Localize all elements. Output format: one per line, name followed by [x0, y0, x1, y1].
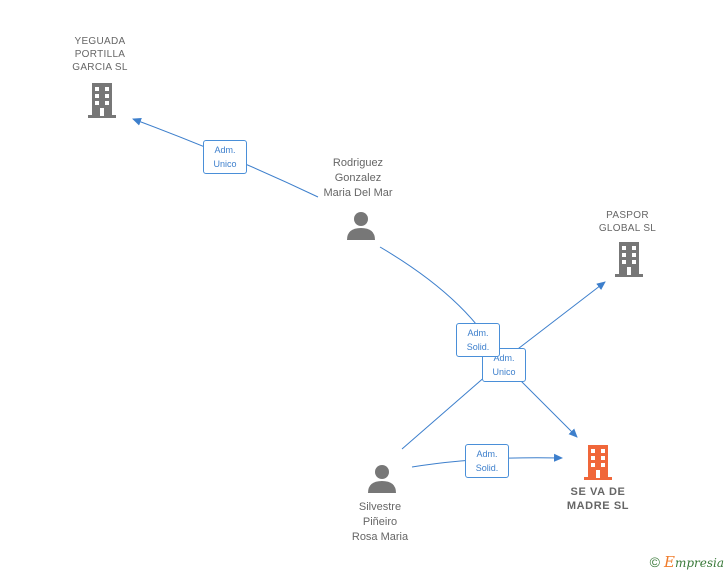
person-icon[interactable] — [367, 463, 397, 493]
person-icon[interactable] — [346, 210, 376, 240]
person-label-silvestre: Silvestre Piñeiro Rosa Maria — [351, 501, 409, 543]
edge-label-rodriguez-yeguada[interactable]: Adm. Unico — [203, 140, 247, 174]
building-icon[interactable] — [613, 242, 645, 277]
building-icon[interactable] — [86, 83, 118, 118]
brand-initial: E — [663, 553, 675, 571]
building-icon[interactable] — [582, 445, 614, 480]
edge-label-rodriguez-seva[interactable]: Adm. Solid. — [456, 323, 500, 357]
company-label-paspor: PASPOR GLOBAL SL — [598, 210, 657, 234]
company-label-seva: SE VA DE MADRE SL — [566, 486, 630, 512]
copyright-symbol: © — [649, 554, 660, 570]
company-label-yeguada: YEGUADA PORTILLA GARCIA SL — [72, 36, 128, 73]
edge-label-silvestre-seva[interactable]: Adm. Solid. — [465, 444, 509, 478]
brand-name: mpresia — [674, 556, 724, 570]
person-label-rodriguez: Rodriguez Gonzalez Maria Del Mar — [323, 157, 393, 199]
brand-footer: ©Empresia — [650, 553, 724, 571]
